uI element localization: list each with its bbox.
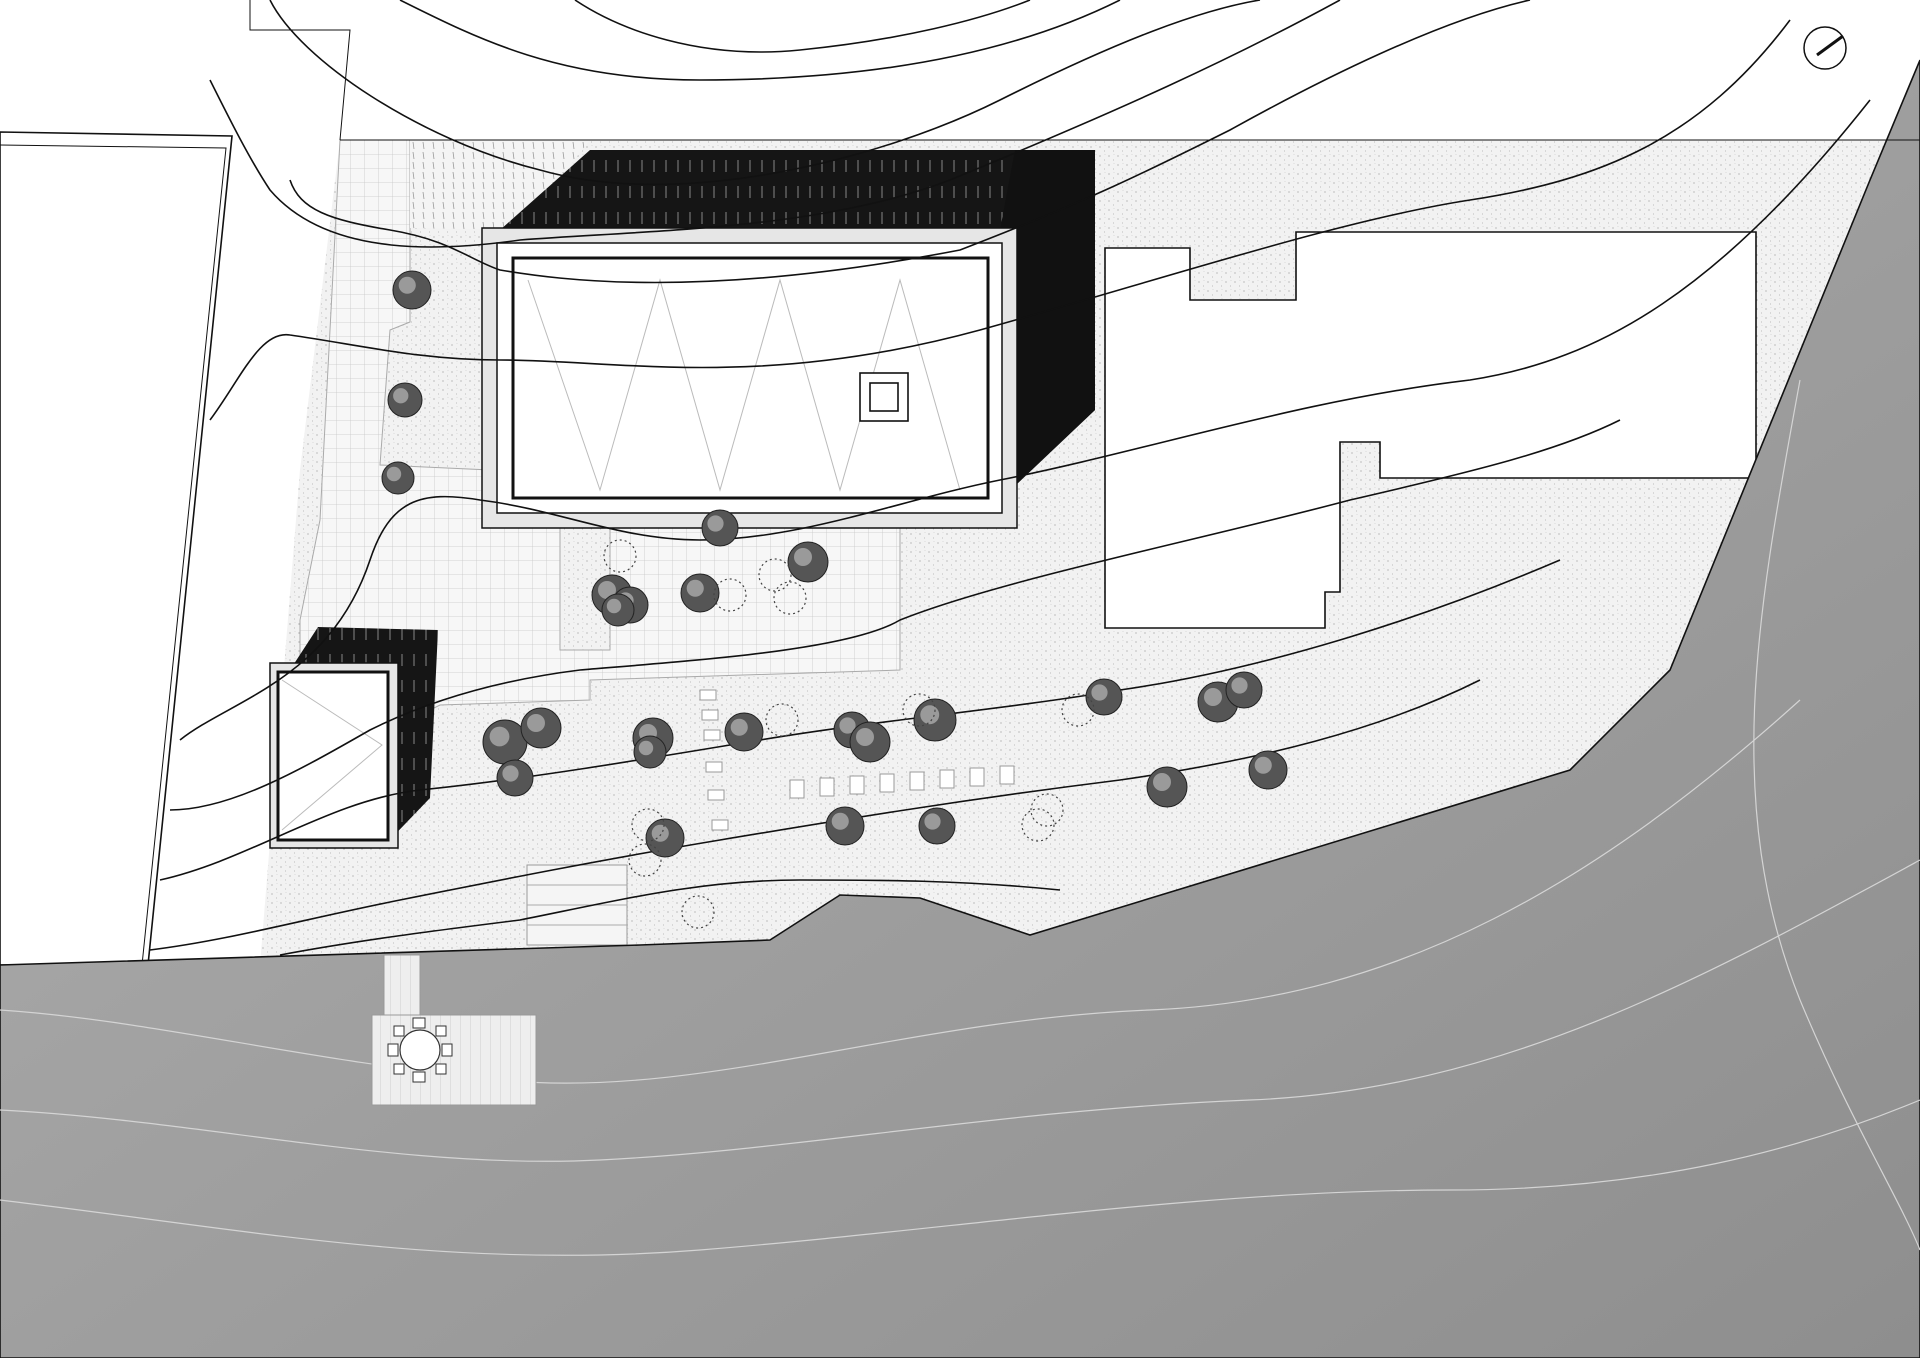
terrain-contours — [149, 0, 1871, 956]
neighbouring-lot-outline — [0, 131, 233, 966]
tree-crown-highlight — [398, 276, 416, 294]
shrub — [765, 703, 799, 737]
deck-table — [399, 1029, 441, 1071]
tree-crown-highlight — [1204, 688, 1222, 706]
shrub — [681, 895, 715, 929]
tree-crown-highlight — [1091, 684, 1108, 701]
tree-crown-highlight — [598, 581, 616, 599]
tree-crown-highlight — [707, 515, 724, 532]
tree-crown-highlight — [638, 740, 654, 756]
tree-crown-highlight — [502, 765, 519, 782]
tree-crown-highlight — [527, 714, 545, 732]
water-depth-contours — [0, 379, 1920, 1256]
deck-chairs — [387, 1017, 453, 1083]
jetty-walkway — [383, 954, 421, 1018]
tree-crown-highlight — [856, 728, 874, 746]
tree-crown-highlight — [386, 466, 402, 482]
annex-roof — [276, 670, 390, 842]
shrub — [1061, 693, 1095, 727]
annex-roof-fold — [281, 679, 383, 831]
hatched-path — [410, 140, 590, 230]
neighbouring-lot-inner-line — [0, 144, 227, 966]
pier-steps-lines — [527, 884, 627, 926]
tree-crown-highlight — [686, 579, 704, 597]
tree-crown-highlight — [1231, 677, 1248, 694]
shrub — [1021, 808, 1055, 842]
shrub — [603, 539, 637, 573]
tree-crown-highlight — [794, 548, 812, 566]
neighbouring-house-outline — [1104, 231, 1757, 629]
stepping-stones — [699, 689, 1015, 831]
tree-crown-highlight — [924, 813, 941, 830]
main-building-roof-inner-edge — [511, 256, 990, 500]
shrub — [1030, 793, 1064, 827]
shrub — [773, 581, 807, 615]
tree-crown-highlight — [651, 824, 669, 842]
tree-crown-highlight — [393, 388, 409, 404]
road-line — [249, 0, 351, 141]
tree-crown-highlight — [831, 812, 849, 830]
main-building-roof-dark-side — [1000, 150, 1095, 500]
north-arrow-icon — [1803, 26, 1847, 70]
skylight-inner — [869, 382, 899, 412]
shrub — [631, 808, 665, 842]
shrub — [758, 558, 792, 592]
tree-crown-highlight — [489, 726, 510, 747]
shrub — [902, 693, 936, 727]
tree-crown-highlight — [730, 718, 748, 736]
tree-crown-highlight — [606, 598, 622, 614]
shrub — [713, 578, 747, 612]
tree-crown-highlight — [920, 705, 940, 725]
roof-fold-lines — [527, 278, 961, 492]
trees — [381, 270, 1288, 929]
tree-crown-highlight — [1153, 773, 1171, 791]
tree-crown-highlight — [839, 717, 856, 734]
shrub — [628, 843, 662, 877]
tree-crown-highlight — [1254, 756, 1272, 774]
